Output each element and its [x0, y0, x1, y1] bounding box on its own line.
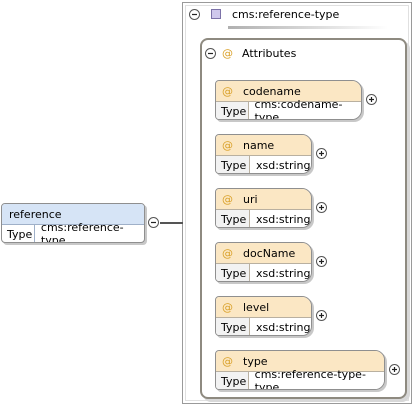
attribute-header: @ type [216, 351, 384, 372]
attribute-group-marker: @ [222, 47, 233, 60]
element-type-value: cms:reference-type [40, 221, 124, 243]
complex-type-collapse-icon[interactable] [189, 9, 200, 20]
attribute-header: @ docName [216, 243, 311, 264]
attribute-header: @ name [216, 135, 311, 156]
type-value: xsd:string [256, 320, 311, 334]
attribute-node-name[interactable]: @ name Type xsd:string [215, 134, 312, 174]
attribute-name: level [243, 300, 270, 314]
expand-docname-icon[interactable] [316, 256, 327, 267]
attribute-node-codename[interactable]: @ codename Type cms:codename-type [215, 80, 362, 120]
attribute-marker: @ [222, 246, 233, 260]
type-key: Type [216, 102, 249, 119]
element-type-key: Type [2, 225, 35, 242]
type-key: Type [216, 372, 249, 389]
attribute-header: @ codename [216, 81, 361, 102]
complex-type-icon [211, 9, 221, 19]
attribute-group-label: Attributes [242, 47, 297, 60]
attribute-node-level[interactable]: @ level Type xsd:string [215, 296, 312, 336]
type-value: xsd:string [256, 158, 311, 172]
expand-level-icon[interactable] [316, 310, 327, 321]
element-name: reference [2, 204, 144, 225]
element-collapse-icon[interactable] [148, 217, 159, 228]
expand-name-icon[interactable] [316, 148, 327, 159]
element-node-reference[interactable]: reference Type cms:reference-type [1, 203, 145, 243]
expand-type-icon[interactable] [389, 364, 400, 375]
type-value: xsd:string [256, 212, 311, 226]
attribute-marker: @ [222, 138, 233, 152]
type-key: Type [216, 156, 250, 173]
attribute-marker: @ [222, 84, 233, 98]
attribute-marker: @ [222, 300, 233, 314]
type-key: Type [216, 264, 250, 281]
type-value: xsd:string [256, 266, 311, 280]
attribute-node-docname[interactable]: @ docName Type xsd:string [215, 242, 312, 282]
attribute-marker: @ [222, 354, 233, 368]
type-key: Type [216, 210, 250, 227]
title-underline [228, 26, 388, 29]
type-value: cms:codename-type [254, 98, 343, 120]
attribute-name: uri [243, 192, 258, 206]
attribute-group-collapse-icon[interactable] [205, 48, 216, 59]
attribute-marker: @ [222, 192, 233, 206]
attribute-header: @ uri [216, 189, 311, 210]
attribute-name: type [243, 354, 268, 368]
element-connector [160, 222, 183, 224]
attribute-header: @ level [216, 297, 311, 318]
attribute-name: name [243, 138, 275, 152]
type-key: Type [216, 318, 250, 335]
complex-type-title: cms:reference-type [232, 8, 340, 21]
expand-codename-icon[interactable] [366, 94, 377, 105]
expand-uri-icon[interactable] [316, 202, 327, 213]
attribute-node-type[interactable]: @ type Type cms:reference-type-type [215, 350, 385, 390]
type-value: cms:reference-type-type [254, 368, 366, 390]
attribute-name: codename [243, 84, 301, 98]
attribute-node-uri[interactable]: @ uri Type xsd:string [215, 188, 312, 228]
attribute-name: docName [243, 246, 296, 260]
